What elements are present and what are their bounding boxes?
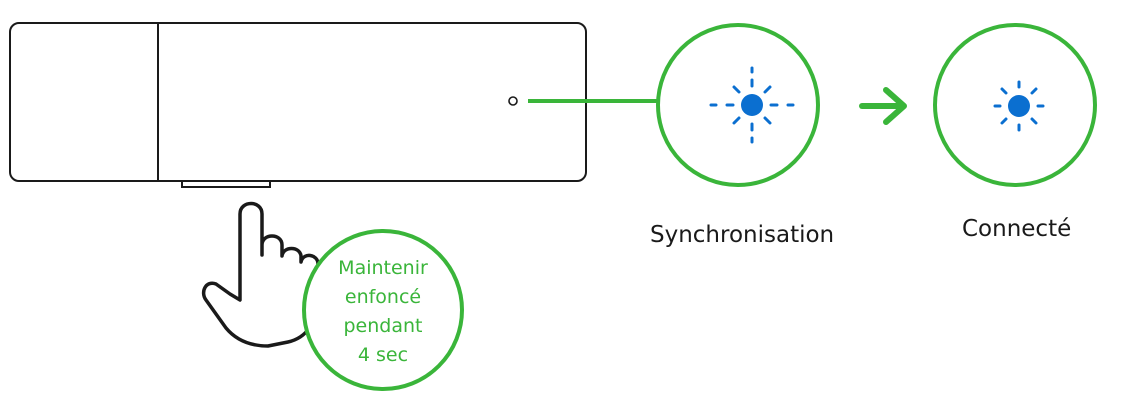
hold-instruction-line: pendant <box>343 315 423 337</box>
device-body <box>9 22 587 182</box>
led-solid-icon <box>993 80 1045 132</box>
instruction-circle <box>302 229 464 391</box>
hold-instruction-line: enfoncé <box>344 286 422 308</box>
hold-instruction-line: 4 sec <box>357 344 409 366</box>
hold-instruction-text: Maintenir enfoncé pendant 4 sec <box>308 254 458 370</box>
hand-pointer-icon <box>201 201 320 348</box>
sync-state-label: Synchronisation <box>650 222 835 248</box>
hold-instruction-line: Maintenir <box>338 257 428 279</box>
arrow-right-icon <box>859 87 907 125</box>
sync-state-circle <box>656 23 820 187</box>
led-blinking-icon <box>709 66 795 144</box>
device-led-indicator <box>508 96 518 106</box>
device <box>9 22 587 188</box>
device-pair-button[interactable] <box>181 180 271 188</box>
connected-state-label: Connecté <box>962 216 1072 242</box>
